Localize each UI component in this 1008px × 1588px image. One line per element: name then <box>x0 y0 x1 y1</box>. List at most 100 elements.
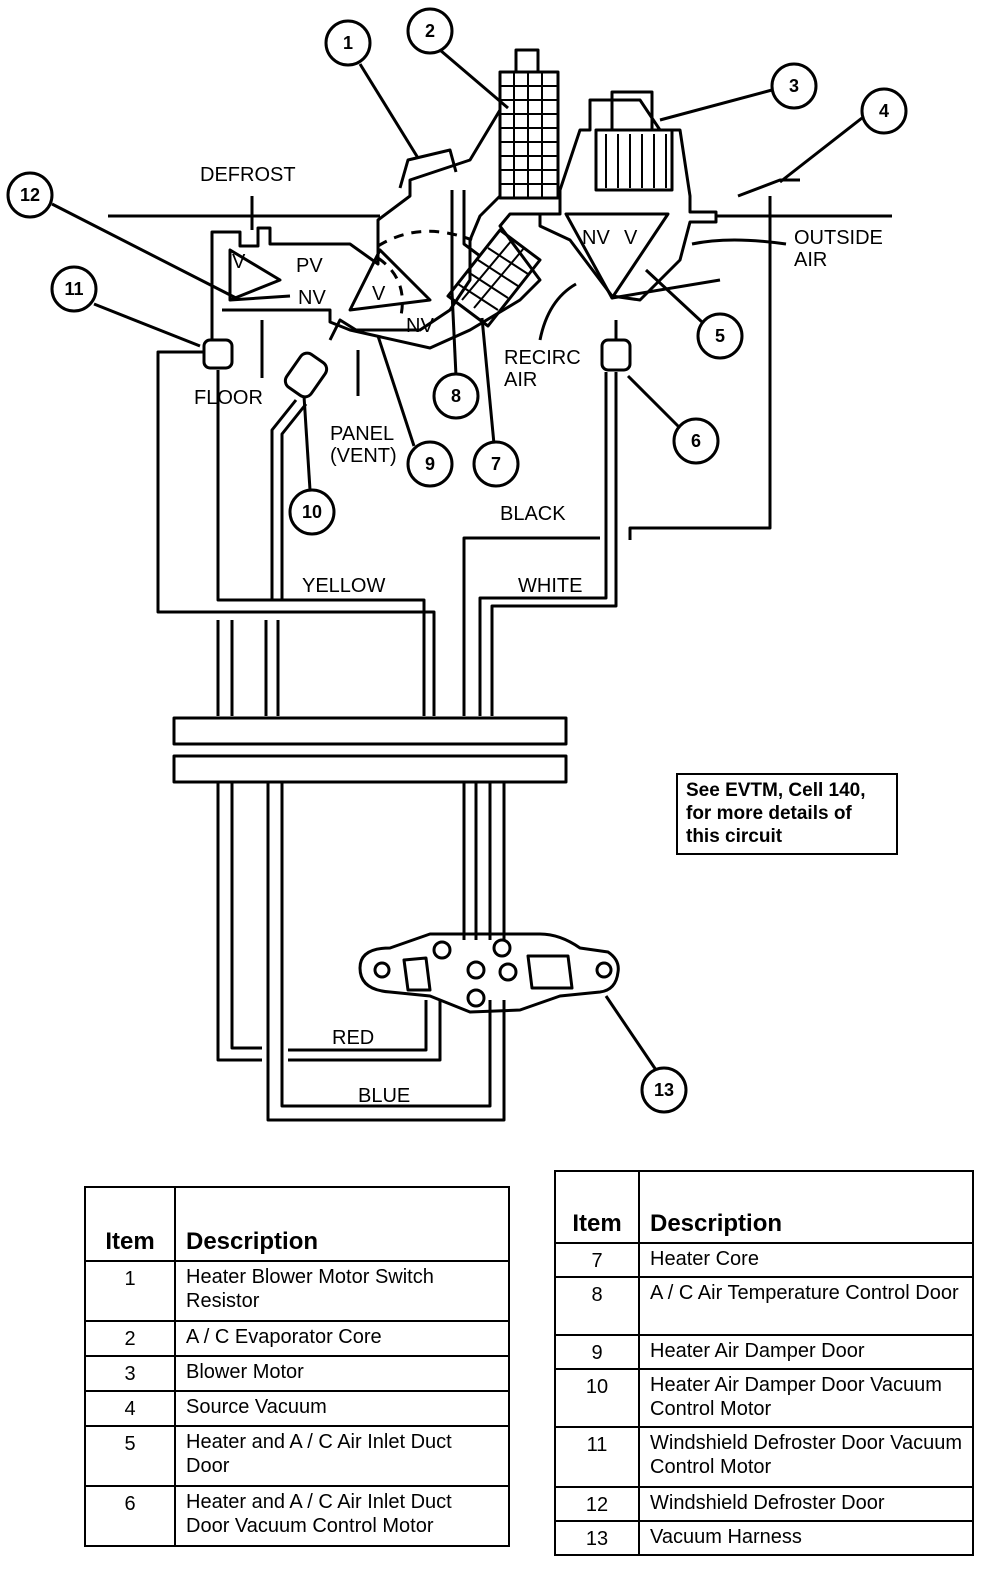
legend-item-description: Windshield Defroster Door Vacuum Control… <box>638 1426 974 1488</box>
callout-6: 6 <box>691 431 701 451</box>
callout-11: 11 <box>64 279 83 299</box>
bulkhead-plate-2 <box>172 754 568 784</box>
label-nv-right: NV <box>582 227 610 249</box>
callout-7: 7 <box>491 454 501 474</box>
leader-12 <box>51 202 237 300</box>
callout-10: 10 <box>302 502 322 522</box>
temp-door-rods <box>450 190 481 300</box>
source-vacuum-tee <box>628 178 800 540</box>
connector-hole <box>432 940 452 960</box>
header-item: Item <box>84 1186 176 1262</box>
callout-4: 4 <box>879 101 889 121</box>
defroster-motor <box>202 338 234 370</box>
callout-12: 12 <box>20 185 40 205</box>
connector-hole <box>466 960 486 980</box>
legend-item-number: 2 <box>84 1320 176 1357</box>
evtm-note: See EVTM, Cell 140, for more details of … <box>676 773 898 855</box>
header-description: Description <box>638 1170 974 1244</box>
bulkhead-plate-1 <box>172 716 568 746</box>
legend-item-description: A / C Evaporator Core <box>174 1320 510 1357</box>
leader-6 <box>626 374 682 430</box>
hose-damper <box>270 399 298 600</box>
legend-table-right: Item Description 7 Heater Core 8 A / C A… <box>554 1170 974 1556</box>
leader-13 <box>604 995 658 1071</box>
leader-11 <box>93 302 201 348</box>
evtm-note-line-2: for more details of <box>686 803 852 824</box>
legend-row: 13 Vacuum Harness <box>554 1520 974 1556</box>
label-white: WHITE <box>518 575 582 597</box>
inlet-door <box>564 212 670 300</box>
legend-row: 2 A / C Evaporator Core <box>84 1320 510 1357</box>
vacuum-harness-connector <box>358 932 620 1014</box>
legend-item-number: 9 <box>554 1334 640 1370</box>
legend-item-description: Windshield Defroster Door <box>638 1486 974 1522</box>
label-pv: PV <box>296 255 323 277</box>
hose-blue-inner <box>288 1000 428 1052</box>
evtm-note-line-3: this circuit <box>686 826 783 847</box>
blower-motor <box>594 128 674 192</box>
damper-swing-2 <box>377 256 404 321</box>
legend-item-description: Heater and A / C Air Inlet Duct Door <box>174 1425 510 1487</box>
defrost-door <box>228 248 282 302</box>
hose-yellow <box>156 350 436 716</box>
damper-swing <box>377 229 473 248</box>
vacuum-circuit-diagram: DEFROST PV NV V V NV FLOOR PANEL (VENT) … <box>6 7 908 1122</box>
legend-row: 12 Windshield Defroster Door <box>554 1486 974 1522</box>
legend-item-number: 3 <box>84 1355 176 1392</box>
legend-item-description: Heater Air Damper Door Vacuum Control Mo… <box>638 1368 974 1428</box>
leader-3 <box>659 88 773 122</box>
hose-left-down <box>216 620 280 716</box>
legend-item-number: 12 <box>554 1486 640 1522</box>
callout-circle-1 <box>324 19 372 67</box>
connector-port <box>402 956 432 992</box>
callout-9: 9 <box>425 454 435 474</box>
hose-blue <box>288 1000 442 1062</box>
plenum-lower <box>222 190 562 350</box>
callout-circle-4 <box>860 87 908 135</box>
hose-red <box>266 782 506 1122</box>
legend-row: 4 Source Vacuum <box>84 1390 510 1427</box>
label-black: BLACK <box>500 503 566 525</box>
legend-item-number: 5 <box>84 1425 176 1487</box>
label-v-mid: V <box>372 283 386 305</box>
label-nv-left: NV <box>298 287 326 309</box>
leader-10 <box>302 395 312 491</box>
connector-port <box>526 954 574 990</box>
blower-resistor <box>398 148 458 189</box>
heater-core <box>446 228 542 328</box>
callout-circle-7 <box>472 440 520 488</box>
hose-lower-center <box>462 782 506 940</box>
hose-lower-2 <box>230 782 262 1050</box>
evtm-note-line-1: See EVTM, Cell 140, <box>686 780 866 801</box>
legend-item-number: 4 <box>84 1390 176 1427</box>
legend-item-number: 11 <box>554 1426 640 1488</box>
heater-damper-door <box>348 248 432 312</box>
evaporator-cap <box>514 48 540 74</box>
callout-circle-12 <box>6 171 54 219</box>
outside-air-arrow <box>691 238 787 246</box>
defrost-door-arm <box>229 294 291 302</box>
inlet-motor <box>600 338 632 372</box>
leader-2 <box>439 48 509 110</box>
callout-5: 5 <box>715 326 725 346</box>
legend-row: 1 Heater Blower Motor Switch Resistor <box>84 1260 510 1322</box>
legend-row: 8 A / C Air Temperature Control Door <box>554 1276 974 1336</box>
callout-circle-10 <box>288 488 336 536</box>
connector-hole <box>466 988 486 1008</box>
legend-row: 5 Heater and A / C Air Inlet Duct Door <box>84 1425 510 1487</box>
recirc-arrow <box>538 282 577 341</box>
label-v-left: V <box>232 251 246 273</box>
leader-5 <box>644 268 704 324</box>
label-red: RED <box>332 1027 374 1049</box>
legend-row: 11 Windshield Defroster Door Vacuum Cont… <box>554 1426 974 1488</box>
label-nv-mid: NV <box>406 315 434 337</box>
legend-item-description: Vacuum Harness <box>638 1520 974 1556</box>
evaporator-grid <box>500 72 558 198</box>
plenum-housing <box>210 108 502 341</box>
callout-1: 1 <box>343 33 353 53</box>
leader-8 <box>450 291 458 377</box>
label-panel: PANEL <box>330 423 394 445</box>
legend-table-left: Item Description 1 Heater Blower Motor S… <box>84 1186 510 1547</box>
label-outside: OUTSIDE <box>794 227 883 249</box>
legend-item-description: A / C Air Temperature Control Door <box>638 1276 974 1336</box>
